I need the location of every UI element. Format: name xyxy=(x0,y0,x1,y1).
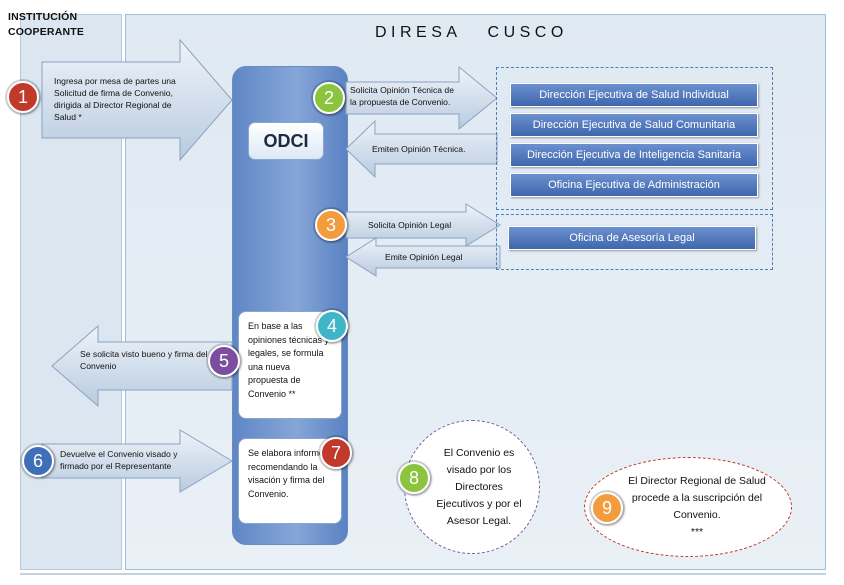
step-5-text: Se solicita visto bueno y firma del Conv… xyxy=(80,349,208,371)
arrow-step-1 xyxy=(41,38,233,162)
step-2-text: Solicita Opinión Técnica de la propuesta… xyxy=(350,85,454,107)
step-8-text: El Convenio es visado por los Directores… xyxy=(436,446,522,527)
step-7-badge: 7 xyxy=(320,437,352,469)
step-6-text: Devuelve el Convenio visado y firmado po… xyxy=(60,449,178,471)
odci-label: ODCI xyxy=(248,122,324,160)
step-7-note: Se elabora informe recomendando la visac… xyxy=(238,438,342,524)
step-9-text: El Director Regional de Salud procede a … xyxy=(628,475,766,538)
arrow-step-2 xyxy=(345,65,498,131)
step-7-text: Se elabora informe recomendando la visac… xyxy=(248,448,325,499)
arrow-step-5 xyxy=(51,324,233,408)
bottom-divider xyxy=(20,573,826,575)
step-3-text: Solicita Opinión Legal xyxy=(368,220,452,230)
step-4-badge: 4 xyxy=(316,310,348,342)
arrow-step-2-return xyxy=(345,119,498,179)
step-5-badge: 5 xyxy=(208,345,240,377)
arrow-step-3-return xyxy=(345,237,501,277)
step-8-badge: 8 xyxy=(398,462,430,494)
institucion-cooperante-title: INSTITUCIÓN COOPERANTE xyxy=(8,11,85,38)
direccion-salud-individual: Dirección Ejecutiva de Salud Individual xyxy=(510,83,758,107)
oficina-asesoria-legal: Oficina de Asesoría Legal xyxy=(508,226,756,250)
arrow-step-3 xyxy=(345,203,501,247)
step-3-badge: 3 xyxy=(315,209,347,241)
step-1-text: Ingresa por mesa de partes una Solicitud… xyxy=(54,76,176,122)
oficina-administracion: Oficina Ejecutiva de Administración xyxy=(510,173,758,197)
direccion-salud-comunitaria: Dirección Ejecutiva de Salud Comunitaria xyxy=(510,113,758,137)
step-1-badge: 1 xyxy=(7,81,39,113)
arrow-step-6 xyxy=(41,429,233,493)
step-6-badge: 6 xyxy=(22,445,54,477)
direccion-inteligencia-sanitaria: Dirección Ejecutiva de Inteligencia Sani… xyxy=(510,143,758,167)
step-4-text: En base a las opiniones técnicas y legal… xyxy=(248,321,330,399)
step-9-badge: 9 xyxy=(591,492,623,524)
direcciones-ejecutivas-group xyxy=(496,67,773,210)
diresa-cusco-title: DIRESA CUSCO xyxy=(375,24,568,41)
step-3-return-text: Emite Opinión Legal xyxy=(385,252,463,262)
step-2-badge: 2 xyxy=(313,82,345,114)
asesoria-legal-group xyxy=(496,214,773,270)
step-2-return-text: Emiten Opinión Técnica. xyxy=(372,144,466,154)
